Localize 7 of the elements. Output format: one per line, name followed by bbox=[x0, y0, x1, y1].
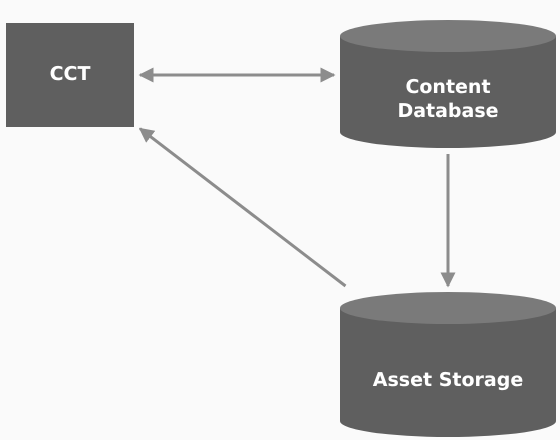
arrow bbox=[138, 68, 336, 82]
arrow bbox=[138, 127, 346, 288]
arrow bbox=[440, 154, 456, 288]
process-box bbox=[6, 23, 134, 127]
node-label: Asset Storage bbox=[372, 368, 524, 392]
node-label: Content Database bbox=[396, 76, 500, 124]
node-label: CCT bbox=[48, 63, 92, 87]
